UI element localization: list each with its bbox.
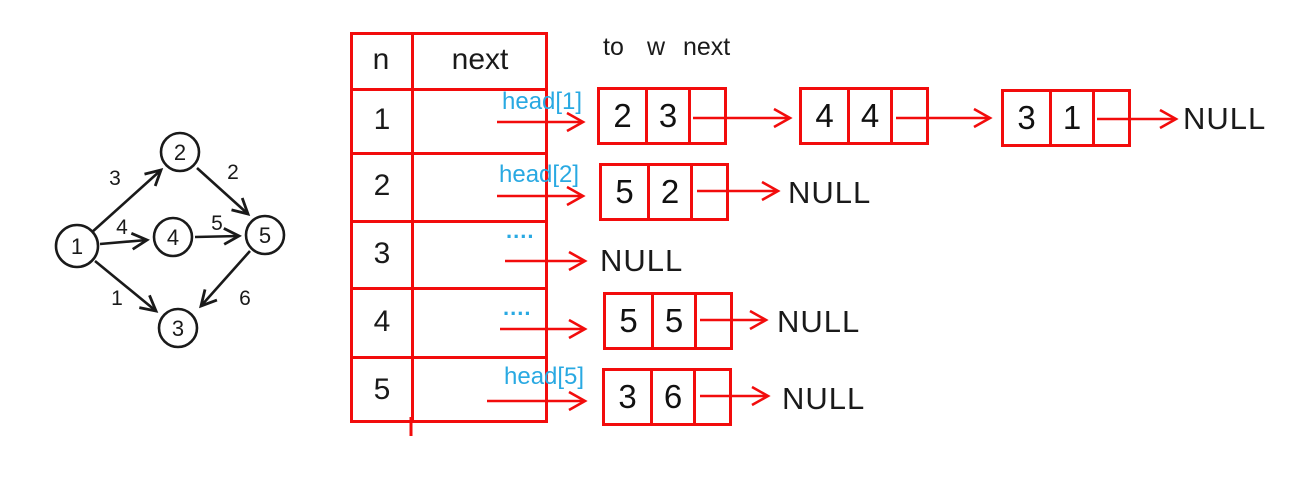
edge-weight-1-4: 4 <box>116 216 128 239</box>
list-node-w: 1 <box>1052 92 1095 144</box>
null-terminator-1: NULL <box>1183 101 1267 136</box>
edge-weight-1-2: 3 <box>109 167 121 190</box>
graph-node-2 <box>159 131 201 173</box>
list-node: 5 2 <box>599 163 729 221</box>
list-node-field-header: to w next <box>603 33 730 62</box>
table-row-line <box>353 220 545 223</box>
graph-drawing: 1 2 4 5 3 3 2 4 5 1 6 <box>54 131 286 349</box>
graph-node-3 <box>157 307 199 349</box>
graph-node-5 <box>244 214 286 256</box>
list-node-to: 3 <box>605 371 653 423</box>
edge-4-5 <box>194 227 242 246</box>
table-row-line <box>353 88 545 91</box>
head-pointer-label-2: head[2] <box>499 161 580 188</box>
edge-weight-5-3: 6 <box>239 287 251 310</box>
table-column-divider <box>411 35 414 420</box>
list-node-next-cell <box>691 90 724 142</box>
table-row-line <box>353 356 545 359</box>
edge-weight-1-3: 1 <box>111 287 123 310</box>
graph-node-1-label: 1 <box>71 234 83 259</box>
graph-node-4-label: 4 <box>167 225 179 250</box>
list-node: 3 1 <box>1001 89 1131 147</box>
table-row-1-n: 1 <box>373 103 391 136</box>
table-row-4-n: 4 <box>373 305 391 338</box>
list-node-to: 2 <box>600 90 648 142</box>
table-header-n: n <box>372 43 390 76</box>
list-node-w: 3 <box>648 90 691 142</box>
table-row-5-n: 5 <box>373 373 391 406</box>
table-row-3-n: 3 <box>373 237 391 270</box>
head-pointer-label-3: .... <box>506 218 535 243</box>
list-node-w: 5 <box>654 295 697 347</box>
list-node-next-cell <box>893 90 926 142</box>
graph-nodes <box>54 131 286 349</box>
list-node: 2 3 <box>597 87 727 145</box>
list-node: 3 6 <box>602 368 732 426</box>
edge-5-3 <box>199 250 251 309</box>
list-node-to: 5 <box>606 295 654 347</box>
edge-1-2 <box>90 168 164 234</box>
graph-node-4 <box>152 216 194 258</box>
edge-weight-4-5: 5 <box>211 212 223 235</box>
list-node: 5 5 <box>603 292 733 350</box>
null-terminator-4: NULL <box>777 304 861 339</box>
list-node-to: 5 <box>602 166 650 218</box>
head-pointer-label-4: .... <box>503 295 532 320</box>
list-node-w: 6 <box>653 371 696 423</box>
list-node-w: 4 <box>850 90 893 142</box>
list-header-w: w <box>647 33 666 61</box>
null-terminator-3: NULL <box>600 243 684 278</box>
table-header-next: next <box>451 43 509 76</box>
null-terminator-5: NULL <box>782 381 866 416</box>
head-pointer-label-5: head[5] <box>504 363 585 390</box>
graph-node-5-label: 5 <box>259 223 271 248</box>
graph-node-1 <box>54 223 100 269</box>
list-node-next-cell <box>696 371 729 423</box>
list-node: 4 4 <box>799 87 929 145</box>
edge-2-5 <box>196 167 251 216</box>
edge-weight-2-5: 2 <box>227 161 239 184</box>
adjacency-table: n next 1 2 3 4 5 <box>350 32 548 423</box>
list-header-to: to <box>603 33 624 61</box>
edge-1-3 <box>94 259 159 313</box>
edge-1-4 <box>99 232 150 251</box>
list-header-next: next <box>683 33 731 61</box>
list-node-to: 4 <box>802 90 850 142</box>
list-node-w: 2 <box>650 166 693 218</box>
table-row-line <box>353 152 545 155</box>
list-node-next-cell <box>693 166 726 218</box>
graph-edges <box>90 167 251 313</box>
graph-node-2-label: 2 <box>174 140 186 165</box>
table-row-2-n: 2 <box>373 169 391 202</box>
list-node-next-cell <box>697 295 730 347</box>
list-node-to: 3 <box>1004 92 1052 144</box>
head-pointer-label-1: head[1] <box>502 88 583 115</box>
table-row-line <box>353 287 545 290</box>
list-node-next-cell <box>1095 92 1128 144</box>
graph-node-3-label: 3 <box>172 316 184 341</box>
null-terminator-2: NULL <box>788 175 872 210</box>
